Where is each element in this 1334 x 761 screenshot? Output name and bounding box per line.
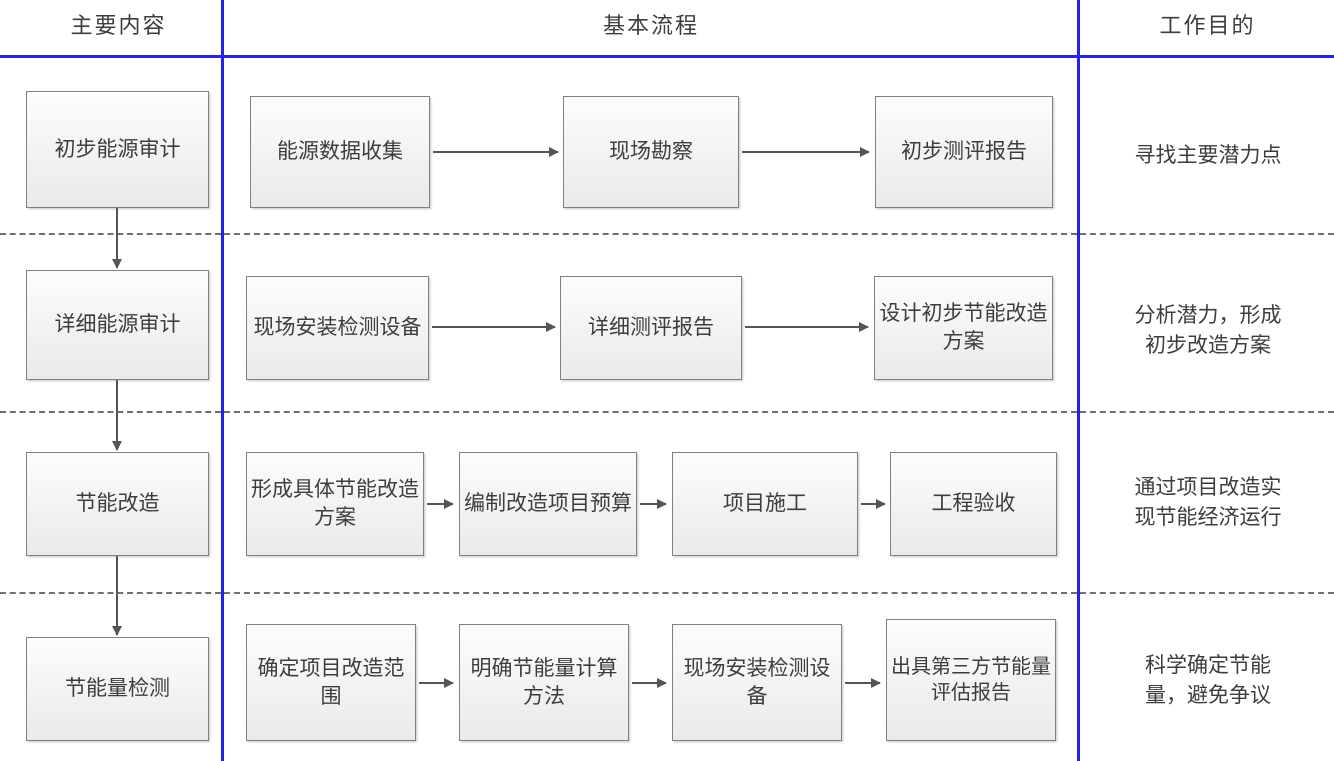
row-separator-2-left (0, 411, 221, 413)
purpose-text-3: 通过项目改造实 现节能经济运行 (1134, 475, 1282, 530)
connector-r4-s1-to-s2 (419, 678, 454, 688)
row-separator-2-right (1080, 411, 1334, 413)
main-stage-box-1[interactable]: 初步能源审计 (26, 91, 209, 208)
main-stage-label-1: 初步能源审计 (54, 136, 181, 161)
flow-label-r3-s4: 工程验收 (931, 491, 1016, 516)
flow-label-r2-s3: 设计初步节能改造方案 (879, 301, 1048, 353)
flow-label-r4-s4: 出具第三方节能量评估报告 (891, 655, 1051, 704)
flow-box-r3-s2[interactable]: 编制改造项目预算 (459, 452, 637, 556)
connector-main-1-to-2 (112, 208, 122, 269)
row-separator-1-middle (224, 233, 1077, 235)
flow-label-r4-s2: 明确节能量计算方法 (470, 655, 618, 708)
flow-label-r3-s1: 形成具体节能改造方案 (251, 477, 419, 529)
connector-r4-s3-to-s4 (845, 678, 881, 688)
flow-box-r4-s3[interactable]: 现场安装检测设备 (672, 624, 842, 741)
row-separator-3-middle (224, 592, 1077, 594)
row-separator-1-right (1080, 233, 1334, 235)
header-divider-line (0, 55, 1334, 58)
flow-box-r2-s1[interactable]: 现场安装检测设备 (246, 276, 429, 380)
flow-box-r2-s2[interactable]: 详细测评报告 (560, 276, 742, 380)
purpose-text-2: 分析潜力，形成 初步改造方案 (1134, 303, 1282, 358)
flow-label-r4-s1: 确定项目改造范围 (257, 655, 405, 708)
flow-label-r4-s3: 现场安装检测设备 (683, 655, 831, 708)
flow-box-r2-s3[interactable]: 设计初步节能改造方案 (874, 276, 1053, 380)
column-header-main-content: 主要内容 (70, 13, 167, 38)
connector-r1-s1-to-s2 (433, 147, 559, 157)
flow-box-r3-s1[interactable]: 形成具体节能改造方案 (246, 452, 424, 556)
flow-box-r1-s2[interactable]: 现场勘察 (563, 96, 739, 208)
flow-label-r3-s3: 项目施工 (723, 491, 807, 516)
flow-label-r2-s1: 现场安装检测设备 (253, 315, 422, 340)
column-header-work-purpose: 工作目的 (1159, 13, 1256, 38)
connector-r2-s1-to-s2 (432, 322, 556, 332)
connector-r2-s2-to-s3 (745, 322, 869, 332)
flow-label-r2-s2: 详细测评报告 (588, 315, 714, 340)
main-stage-label-3: 节能改造 (75, 491, 160, 516)
row-separator-2-middle (224, 411, 1077, 413)
column-header-basic-process: 基本流程 (602, 13, 699, 38)
flow-box-r4-s4[interactable]: 出具第三方节能量评估报告 (886, 619, 1056, 741)
purpose-text-1: 寻找主要潜力点 (1134, 143, 1282, 167)
column-divider-right (1077, 0, 1080, 761)
flow-box-r1-s1[interactable]: 能源数据收集 (250, 96, 430, 208)
connector-main-2-to-3 (112, 380, 122, 451)
connector-r4-s2-to-s3 (632, 678, 667, 688)
connector-r1-s2-to-s3 (742, 147, 870, 157)
flow-box-r3-s3[interactable]: 项目施工 (672, 452, 858, 556)
flow-box-r4-s2[interactable]: 明确节能量计算方法 (459, 624, 629, 741)
main-stage-box-3[interactable]: 节能改造 (26, 452, 209, 556)
connector-main-3-to-4 (112, 556, 122, 636)
flow-box-r4-s1[interactable]: 确定项目改造范围 (246, 624, 416, 741)
flow-label-r1-s2: 现场勘察 (609, 139, 693, 164)
flow-label-r1-s3: 初步测评报告 (901, 139, 1027, 164)
flow-box-r3-s4[interactable]: 工程验收 (890, 452, 1057, 556)
column-divider-left (221, 0, 224, 761)
flow-box-r1-s3[interactable]: 初步测评报告 (875, 96, 1053, 208)
main-stage-label-4: 节能量检测 (65, 676, 170, 701)
row-separator-1-left (0, 233, 221, 235)
main-stage-box-4[interactable]: 节能量检测 (26, 637, 209, 741)
main-stage-label-2: 详细能源审计 (54, 312, 181, 337)
connector-r3-s1-to-s2 (427, 499, 454, 509)
main-stage-box-2[interactable]: 详细能源审计 (26, 270, 209, 380)
connector-r3-s2-to-s3 (640, 499, 667, 509)
flow-label-r3-s2: 编制改造项目预算 (464, 491, 632, 516)
row-separator-3-right (1080, 592, 1334, 594)
purpose-text-4: 科学确定节能 量，避免争议 (1145, 653, 1271, 708)
flow-label-r1-s1: 能源数据收集 (277, 139, 403, 164)
connector-r3-s3-to-s4 (861, 499, 886, 509)
row-separator-3-left (0, 592, 221, 594)
